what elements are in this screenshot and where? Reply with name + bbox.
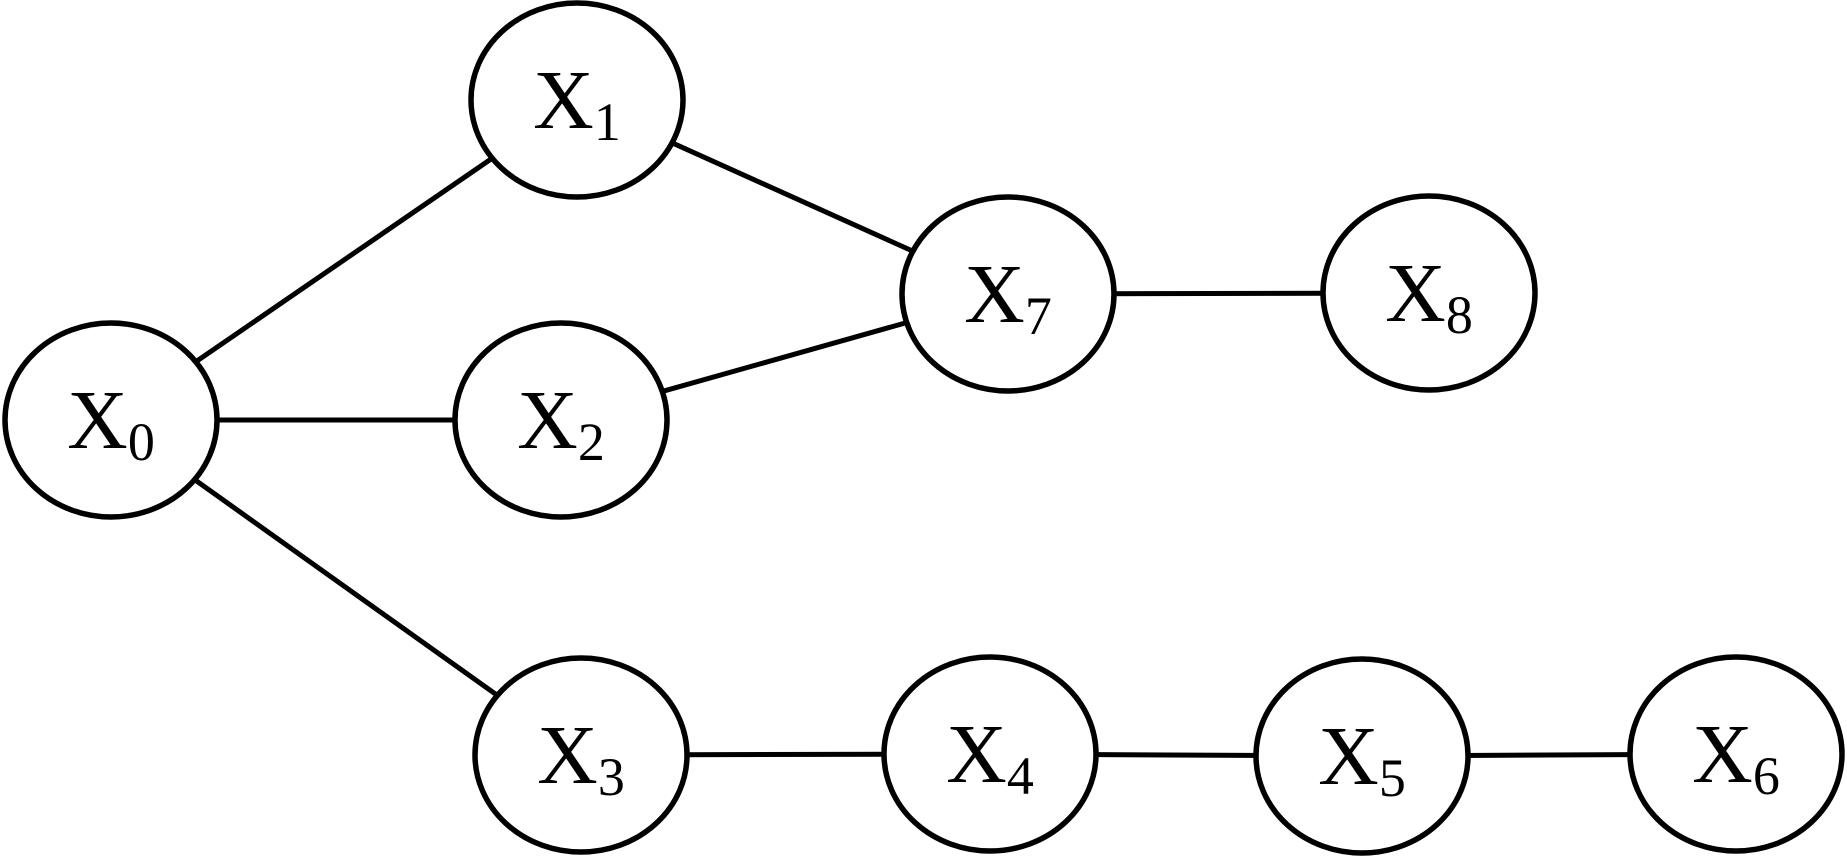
node-label-subscript: 2 <box>578 412 605 472</box>
node-label-subscript: 6 <box>1753 746 1780 806</box>
node-label-X8: X8 <box>1385 247 1473 345</box>
node-label-X3: X3 <box>537 709 625 807</box>
node-label-subscript: 5 <box>1379 748 1406 808</box>
node-label-main: X <box>1385 247 1446 340</box>
node-label-X5: X5 <box>1318 710 1406 808</box>
node-circle-X7 <box>899 194 1117 394</box>
node-label-X6: X6 <box>1692 708 1780 806</box>
graph-node-X5: X5 <box>1253 656 1471 856</box>
node-label-main: X <box>1318 710 1379 803</box>
node-label-X2: X2 <box>517 374 605 472</box>
graph-node-X0: X0 <box>2 320 220 520</box>
node-circle-X6 <box>1627 654 1845 854</box>
node-label-X4: X4 <box>946 708 1034 806</box>
node-circle-X0 <box>2 320 220 520</box>
node-label-subscript: 7 <box>1025 286 1052 346</box>
node-label-main: X <box>964 248 1025 341</box>
node-label-X0: X0 <box>67 374 155 472</box>
graph-node-X1: X1 <box>468 0 686 200</box>
node-label-main: X <box>517 374 578 467</box>
graph-node-X6: X6 <box>1627 654 1845 854</box>
node-label-subscript: 0 <box>128 412 155 472</box>
node-label-subscript: 1 <box>594 92 621 152</box>
graph-node-X4: X4 <box>881 654 1099 854</box>
graph-node-X2: X2 <box>452 320 670 520</box>
node-label-main: X <box>946 708 1007 801</box>
node-circle-X1 <box>468 0 686 200</box>
node-label-subscript: 4 <box>1007 746 1034 806</box>
node-circle-X5 <box>1253 656 1471 856</box>
node-circle-X2 <box>452 320 670 520</box>
node-label-main: X <box>537 709 598 802</box>
node-label-X1: X1 <box>533 54 621 152</box>
node-circle-X3 <box>472 655 690 855</box>
node-label-X7: X7 <box>964 248 1052 346</box>
node-label-main: X <box>67 374 128 467</box>
node-circle-X8 <box>1320 193 1538 393</box>
graph-node-X8: X8 <box>1320 193 1538 393</box>
graph-node-X7: X7 <box>899 194 1117 394</box>
node-circle-X4 <box>881 654 1099 854</box>
node-label-main: X <box>1692 708 1753 801</box>
graph-node-X3: X3 <box>472 655 690 855</box>
node-label-main: X <box>533 54 594 147</box>
node-label-subscript: 8 <box>1446 285 1473 345</box>
node-label-subscript: 3 <box>598 747 625 807</box>
